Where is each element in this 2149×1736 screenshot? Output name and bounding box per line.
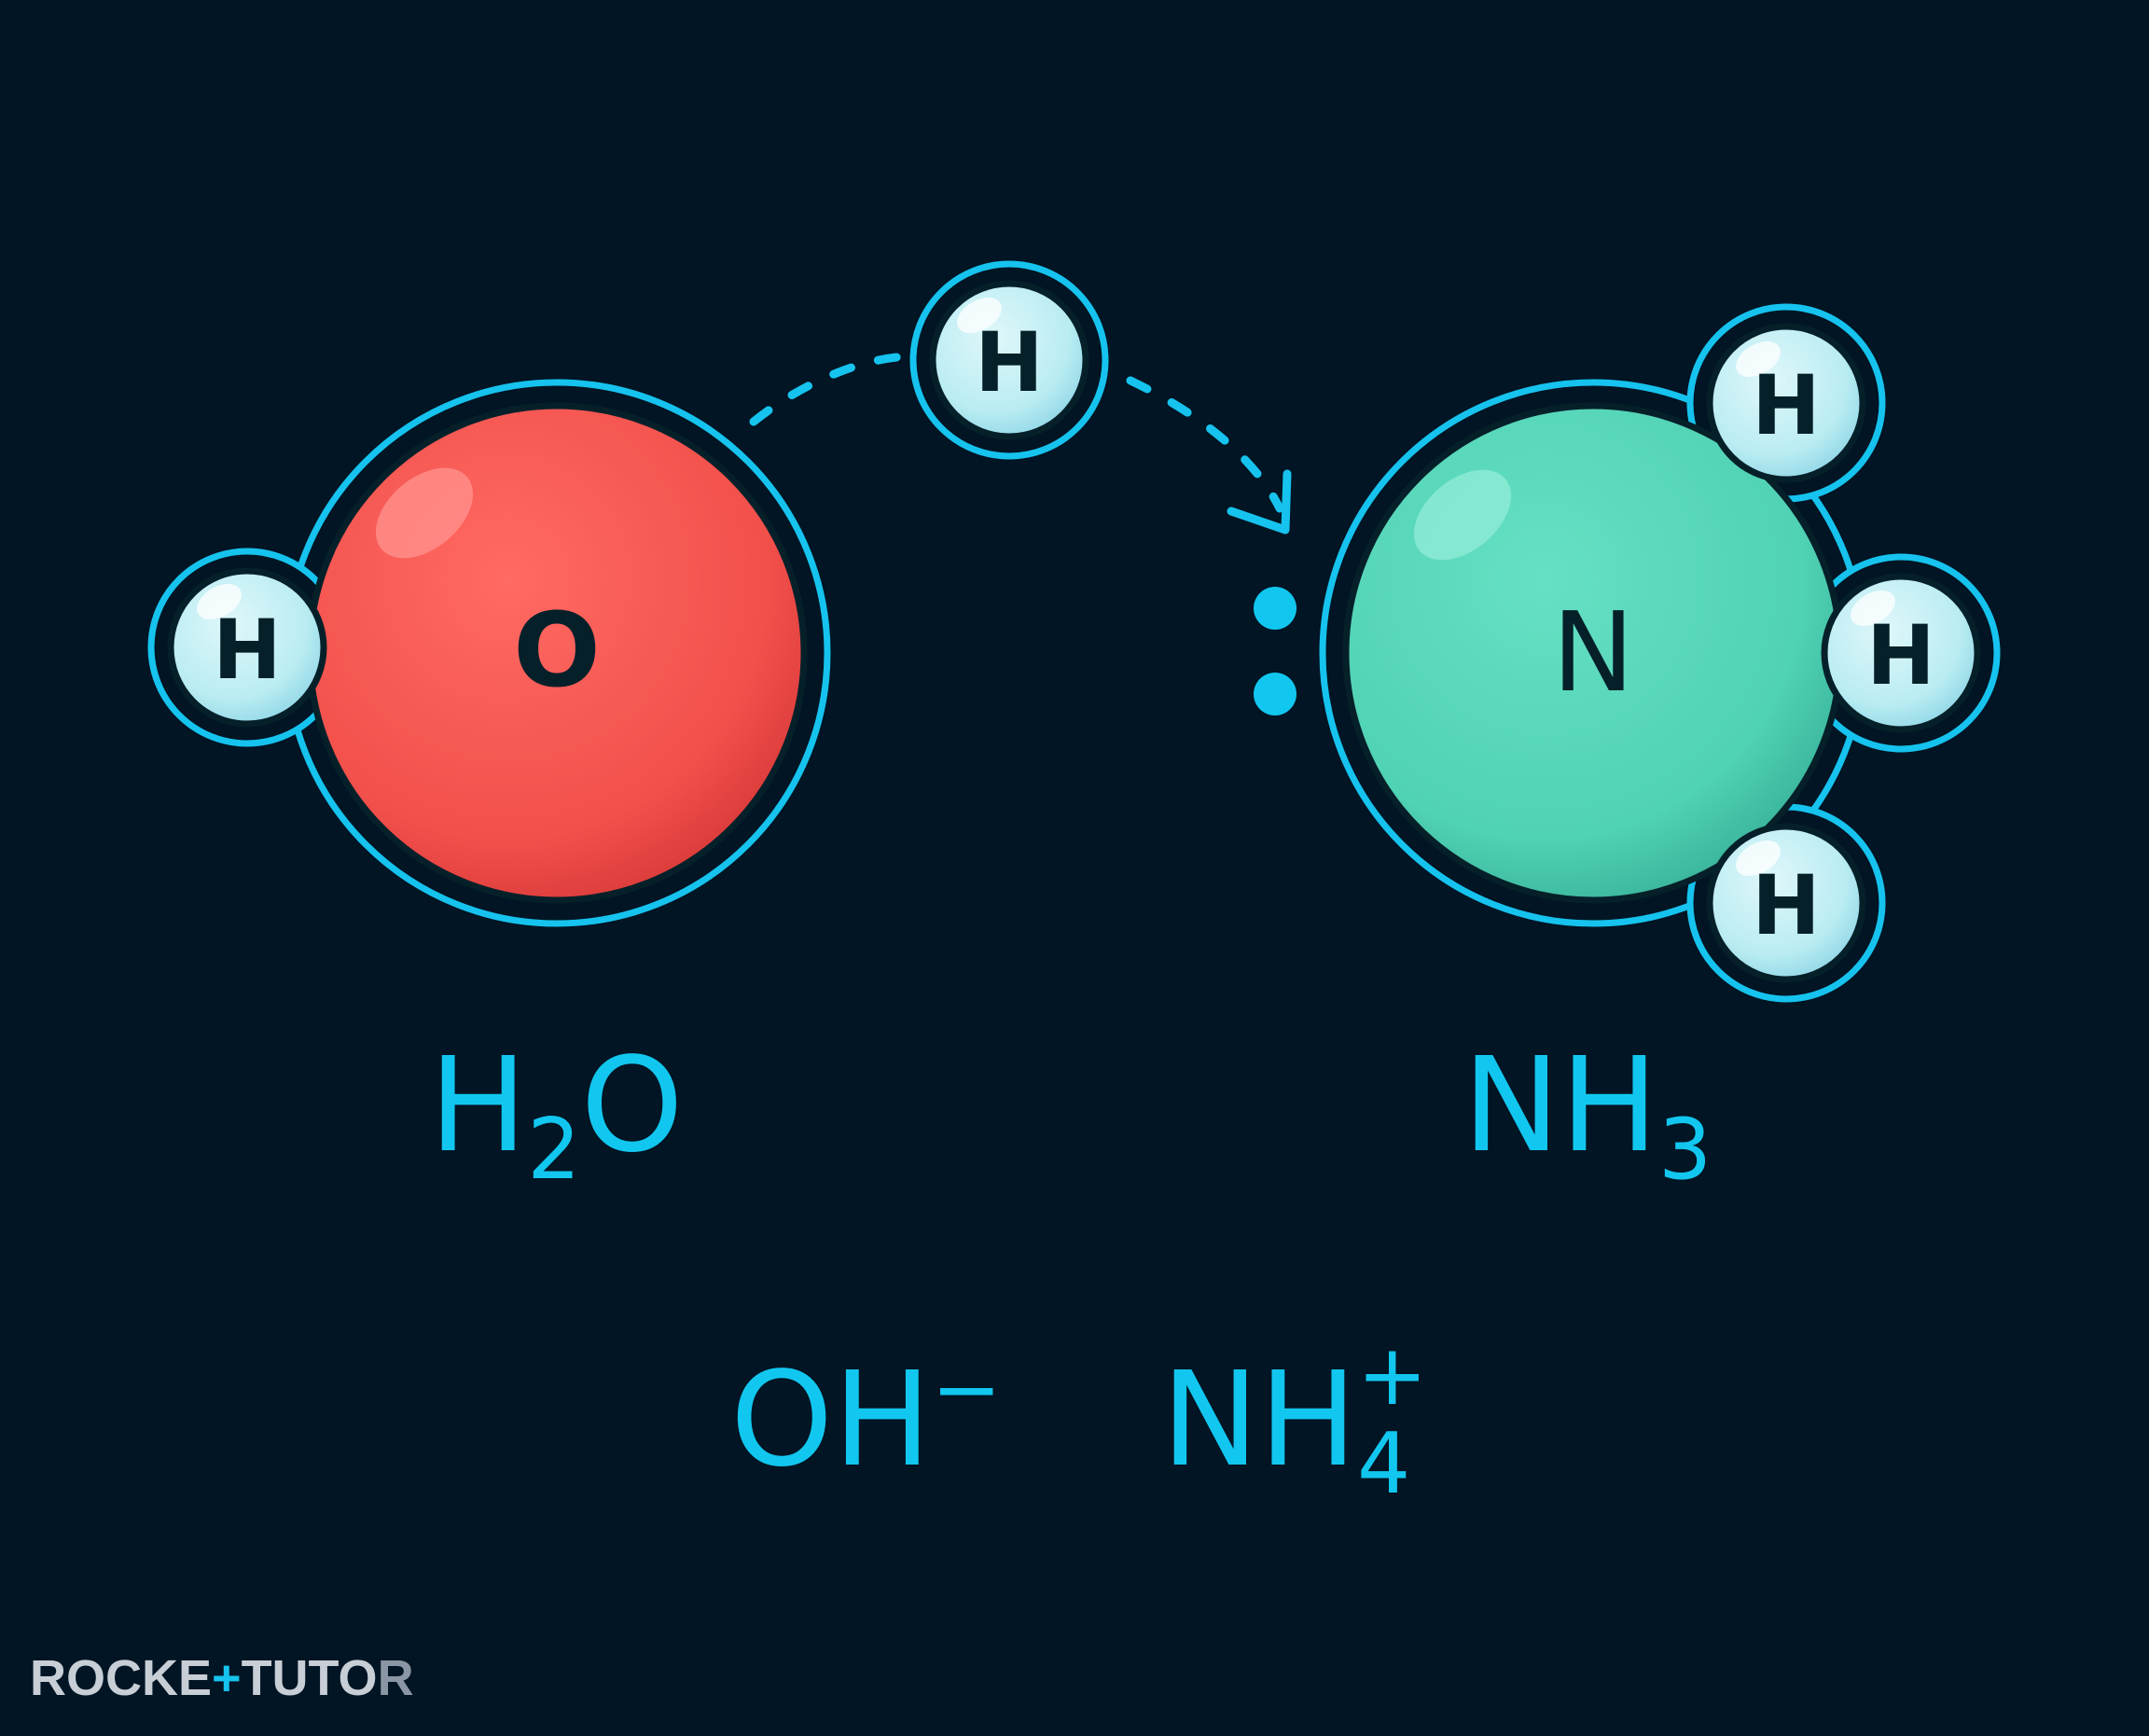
- nitrogen-label: N: [1552, 588, 1634, 716]
- ammonia-hydrogen-bottom-label: H: [1752, 857, 1821, 953]
- ammonium-formula: NH+4: [1161, 1326, 1427, 1513]
- proton-transfer-arrow-icon: [749, 352, 1292, 535]
- oxygen-label: O: [513, 590, 601, 710]
- water-hydrogen-label: H: [213, 602, 282, 698]
- ammonia-hydrogen-right-label: H: [1866, 607, 1935, 703]
- rocket-tutor-logo: ROCKE+TUTOR: [30, 1650, 414, 1706]
- lone-pair-icon: [1254, 587, 1296, 715]
- ammonia-hydrogen-top: H: [1706, 323, 1866, 483]
- water-formula: H2O: [429, 1030, 684, 1199]
- oxygen-atom: O: [306, 402, 808, 904]
- ammonia-hydrogen-right: H: [1821, 573, 1981, 733]
- logo-text: ROCKE+TUTOR: [30, 1650, 414, 1706]
- ammonia-hydrogen-top-label: H: [1752, 357, 1821, 453]
- transfer-hydrogen-label: H: [975, 314, 1044, 410]
- water-molecule: O H: [147, 379, 831, 927]
- water-hydrogen-atom: H: [167, 567, 327, 728]
- ammonia-formula: NH3: [1463, 1030, 1712, 1199]
- hydroxide-formula: OH−: [730, 1340, 1002, 1496]
- transfer-hydrogen-atom: H: [909, 260, 1109, 460]
- ammonia-molecule: N H H H: [1319, 303, 2001, 1003]
- logo-plus-icon: +: [212, 1650, 242, 1706]
- ammonia-hydrogen-bottom: H: [1706, 823, 1866, 983]
